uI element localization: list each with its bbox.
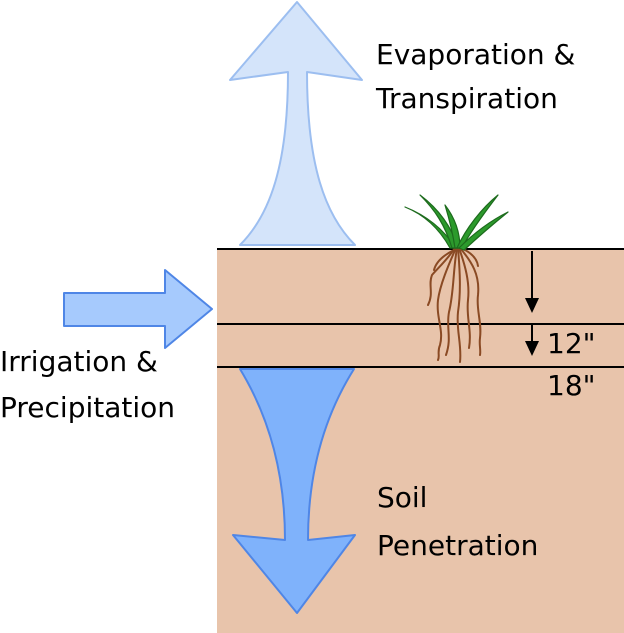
irrigation-label-line1: Irrigation & [0, 345, 158, 378]
irrigation-label-line2: Precipitation [0, 391, 175, 424]
grass-icon [404, 194, 509, 251]
irrigation-arrow [63, 269, 213, 349]
evaporation-label-line2: Transpiration [375, 82, 558, 115]
evaporation-label-line1: Evaporation & [376, 38, 575, 71]
depth-arrow-12 [525, 251, 539, 313]
depth-label-18: 18" [547, 369, 596, 402]
soil-penetration-label-line2: Penetration [377, 529, 538, 562]
soil-penetration-label-line1: Soil [377, 481, 427, 514]
depth-label-12: 12" [547, 327, 596, 360]
depth-arrow-18 [525, 325, 539, 356]
roots-icon [427, 247, 482, 363]
evaporation-arrow [229, 1, 363, 246]
penetration-arrow [232, 368, 356, 614]
